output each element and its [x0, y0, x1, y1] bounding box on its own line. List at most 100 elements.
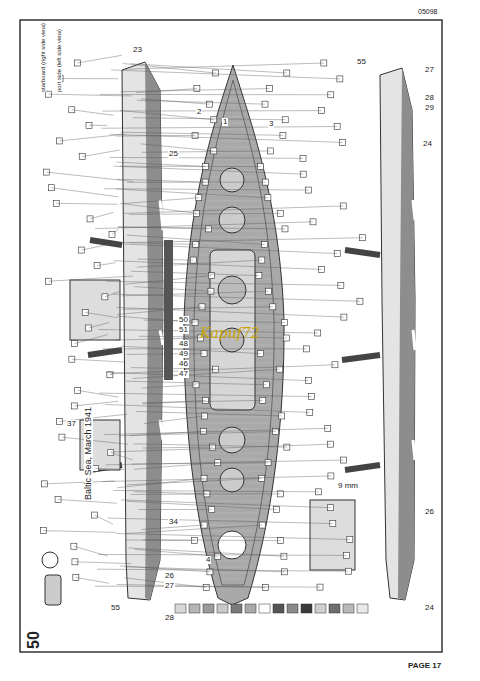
leader-line: [116, 307, 344, 317]
leader-line: [138, 259, 194, 261]
leader-line: [120, 132, 283, 135]
leader-line: [127, 235, 265, 244]
leader-line: [124, 198, 199, 204]
leader-line: [97, 263, 115, 266]
leader-line: [75, 562, 131, 564]
callout-number: 50: [26, 630, 42, 650]
leader-line: [138, 509, 211, 510]
leader-line: [137, 100, 265, 104]
callout-number: 4: [205, 556, 211, 564]
callout-number: 51: [178, 326, 189, 334]
leader-line: [133, 369, 280, 378]
paint-swatch: [217, 604, 228, 613]
page-frame: [20, 20, 442, 652]
leader-line: [104, 428, 327, 434]
help-icon: [42, 552, 58, 568]
leader-line: [111, 365, 335, 374]
leader-line: [126, 381, 267, 385]
leader-line: [89, 125, 107, 126]
leader-line: [116, 189, 268, 198]
leader-line: [81, 243, 115, 250]
leader-line: [129, 213, 281, 214]
leader-line: [58, 499, 117, 503]
deck-plan: [164, 65, 284, 605]
callout-number: 28: [164, 614, 175, 622]
leader-line: [114, 166, 304, 174]
leader-line: [120, 166, 261, 167]
leader-line: [142, 151, 271, 152]
leader-line: [143, 540, 281, 541]
color-swatches: [175, 604, 368, 613]
leader-line: [126, 353, 204, 355]
leader-line: [60, 78, 118, 79]
leader-line: [75, 335, 108, 344]
callout-number: 27: [164, 582, 175, 590]
port-hull: [70, 62, 163, 600]
leader-line: [133, 118, 285, 120]
leader-line: [95, 515, 113, 524]
leader-line: [134, 287, 211, 292]
callout-number: 47: [178, 370, 189, 378]
callout-number: 24: [424, 604, 435, 612]
leader-line: [95, 586, 320, 588]
leader-line: [142, 385, 196, 388]
leader-line: [144, 416, 204, 424]
leader-line: [103, 348, 307, 349]
leader-line: [120, 566, 210, 572]
leader-line: [123, 63, 215, 73]
leader-line: [100, 94, 331, 95]
leader-line: [110, 157, 303, 159]
callout-number: 26: [164, 572, 175, 580]
glue-bottle: [45, 575, 61, 605]
leader-line: [103, 476, 331, 482]
leader-line: [111, 453, 133, 460]
callout-boxes: [40, 55, 365, 590]
callout-number: 50: [178, 316, 189, 324]
paint-swatch: [357, 604, 368, 613]
leader-line: [72, 359, 126, 362]
callout-number: 29: [424, 104, 435, 112]
leader-line: [121, 346, 260, 353]
leader-line: [51, 188, 118, 197]
leader-line: [78, 390, 118, 397]
view-note: port side (left side view): [56, 29, 62, 92]
leader-line: [127, 501, 277, 509]
paint-swatch: [343, 604, 354, 613]
paint-swatch: [259, 604, 270, 613]
leader-line: [77, 55, 121, 63]
paint-swatch: [329, 604, 340, 613]
paint-swatch: [189, 604, 200, 613]
leader-line: [47, 172, 134, 181]
callout-number: 48: [178, 340, 189, 348]
leader-line: [111, 70, 340, 79]
callout-number: 28: [424, 94, 435, 102]
paint-swatch: [231, 604, 242, 613]
leader-line: [49, 276, 133, 281]
view-note: starboard (right side view): [40, 23, 46, 92]
leader-line: [131, 368, 216, 370]
leader-line: [121, 500, 331, 508]
paint-swatch: [245, 604, 256, 613]
leader-line: [129, 243, 195, 245]
callout-number: 37: [66, 420, 77, 428]
dimension: 9 mm: [338, 482, 358, 490]
leader-line: [90, 212, 113, 219]
callout-number: 46: [178, 360, 189, 368]
leader-line: [95, 468, 124, 469]
callout-number: 24: [422, 140, 433, 148]
leader-line: [89, 322, 109, 328]
callout-number: 1: [222, 118, 228, 126]
paint-swatch: [203, 604, 214, 613]
leader-line: [102, 110, 321, 111]
leader-line: [108, 518, 333, 524]
callout-number: 3: [268, 120, 274, 128]
leader-line: [116, 533, 350, 539]
leader-line: [142, 447, 212, 449]
leader-line: [106, 460, 344, 465]
leader-line: [112, 229, 118, 234]
leader-line: [120, 203, 196, 213]
leader-line: [110, 134, 343, 142]
leader-line: [136, 411, 281, 415]
leader-line: [76, 577, 109, 583]
